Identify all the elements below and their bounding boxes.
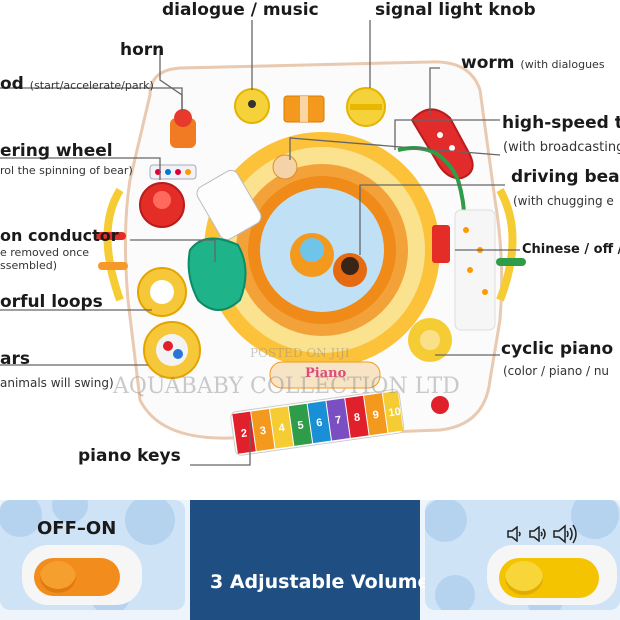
- label-rod-title: od: [0, 74, 24, 94]
- piano-key-number: 8: [353, 411, 361, 424]
- label-worm: worm (with dialogues: [461, 53, 605, 73]
- label-driving-bear-sub: (with chugging e: [513, 194, 614, 208]
- label-cyclic-piano-sub: (color / piano / nu: [503, 364, 610, 378]
- label-loops: orful loops: [0, 292, 103, 312]
- label-conductor: on conductor: [0, 226, 119, 245]
- volume-title: 3 Adjustable Volume: [210, 571, 431, 593]
- piano-sign: Piano: [305, 366, 347, 381]
- label-rod-sub: (start/accelerate/park): [29, 79, 154, 92]
- label-conductor-sub1: e removed once: [0, 246, 90, 259]
- label-gears: ars: [0, 349, 30, 369]
- label-rod: od (start/accelerate/park): [0, 74, 154, 94]
- volume-high-icon: [553, 524, 577, 544]
- label-horn: horn: [120, 40, 165, 60]
- label-driving-bear: driving bea: [511, 167, 620, 187]
- label-steering-sub: rol the spinning of bear): [0, 164, 133, 177]
- label-gears-sub: animals will swing): [0, 376, 114, 390]
- piano-key-number: 10: [388, 406, 402, 420]
- power-switch[interactable]: [34, 558, 120, 596]
- label-conductor-sub2: ssembled): [0, 259, 58, 272]
- volume-mid-icon: [529, 526, 546, 542]
- off-on-label: OFF–ON: [37, 518, 117, 539]
- worm-toy: [410, 108, 474, 180]
- piano-key-number: 7: [334, 414, 342, 427]
- volume-low-icon: [507, 526, 521, 542]
- piano-key-number: 5: [297, 419, 305, 432]
- train-car: [196, 169, 262, 241]
- piano-key-number: 4: [278, 422, 287, 435]
- label-high-speed-sub: (with broadcasting: [503, 140, 620, 155]
- label-signal-light-knob: signal light knob: [375, 0, 536, 20]
- label-language: Chinese / off / E: [522, 242, 620, 257]
- piano-key-number: 3: [259, 425, 267, 438]
- piano-key-number: 2: [240, 427, 248, 440]
- watermark-brand: AQUABABY COLLECTION LTD: [113, 374, 460, 399]
- off-on-panel: OFF–ON: [0, 500, 185, 610]
- label-worm-sub: (with dialogues: [520, 58, 605, 71]
- piano-key-number: 6: [316, 417, 324, 430]
- gear-rod: [170, 118, 196, 148]
- label-worm-title: worm: [461, 53, 515, 73]
- volume-title-box: 3 Adjustable Volume: [190, 500, 430, 620]
- volume-switch-knob: [505, 561, 543, 595]
- volume-panel: [425, 500, 620, 610]
- volume-switch[interactable]: [499, 558, 599, 598]
- label-dialogue-music: dialogue / music: [162, 0, 319, 20]
- label-piano-keys: piano keys: [78, 446, 181, 466]
- power-switch-knob: [40, 561, 76, 593]
- label-cyclic-piano: cyclic piano mo: [501, 339, 620, 359]
- watermark-posted: POSTED ON JIJI: [250, 346, 350, 360]
- label-steering-wheel: ering wheel: [0, 141, 113, 161]
- conductor-toy: [187, 237, 247, 311]
- language-switch: [432, 225, 450, 263]
- piano-key-number: 9: [372, 409, 380, 422]
- label-high-speed: high-speed tra: [502, 113, 620, 133]
